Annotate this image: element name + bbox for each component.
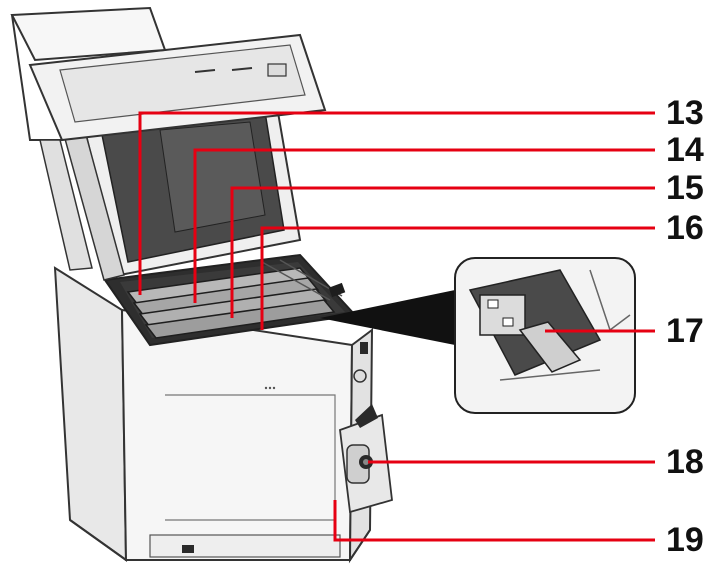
callout-17: 17 — [666, 312, 704, 350]
printer-body — [53, 266, 374, 564]
callout-19: 19 — [666, 521, 704, 559]
leader-line-14 — [193, 148, 655, 303]
callout-13: 13 — [666, 94, 704, 132]
waste-toner-box — [339, 404, 393, 514]
callout-leaders — [138, 111, 655, 542]
callout-15: 15 — [666, 169, 704, 207]
leader-line-13 — [138, 111, 655, 295]
callout-18: 18 — [666, 443, 704, 481]
inner-top-cover — [61, 93, 302, 281]
leader-line-16 — [260, 226, 655, 330]
toner-container-yellow — [132, 277, 320, 317]
scanner-unit — [10, 6, 327, 271]
detail-inset — [320, 257, 636, 414]
leader-line-19 — [333, 500, 655, 542]
toner-container-magenta — [144, 299, 336, 339]
callout-16: 16 — [666, 209, 704, 247]
leader-line-15 — [230, 186, 655, 318]
callout-14: 14 — [666, 131, 704, 169]
